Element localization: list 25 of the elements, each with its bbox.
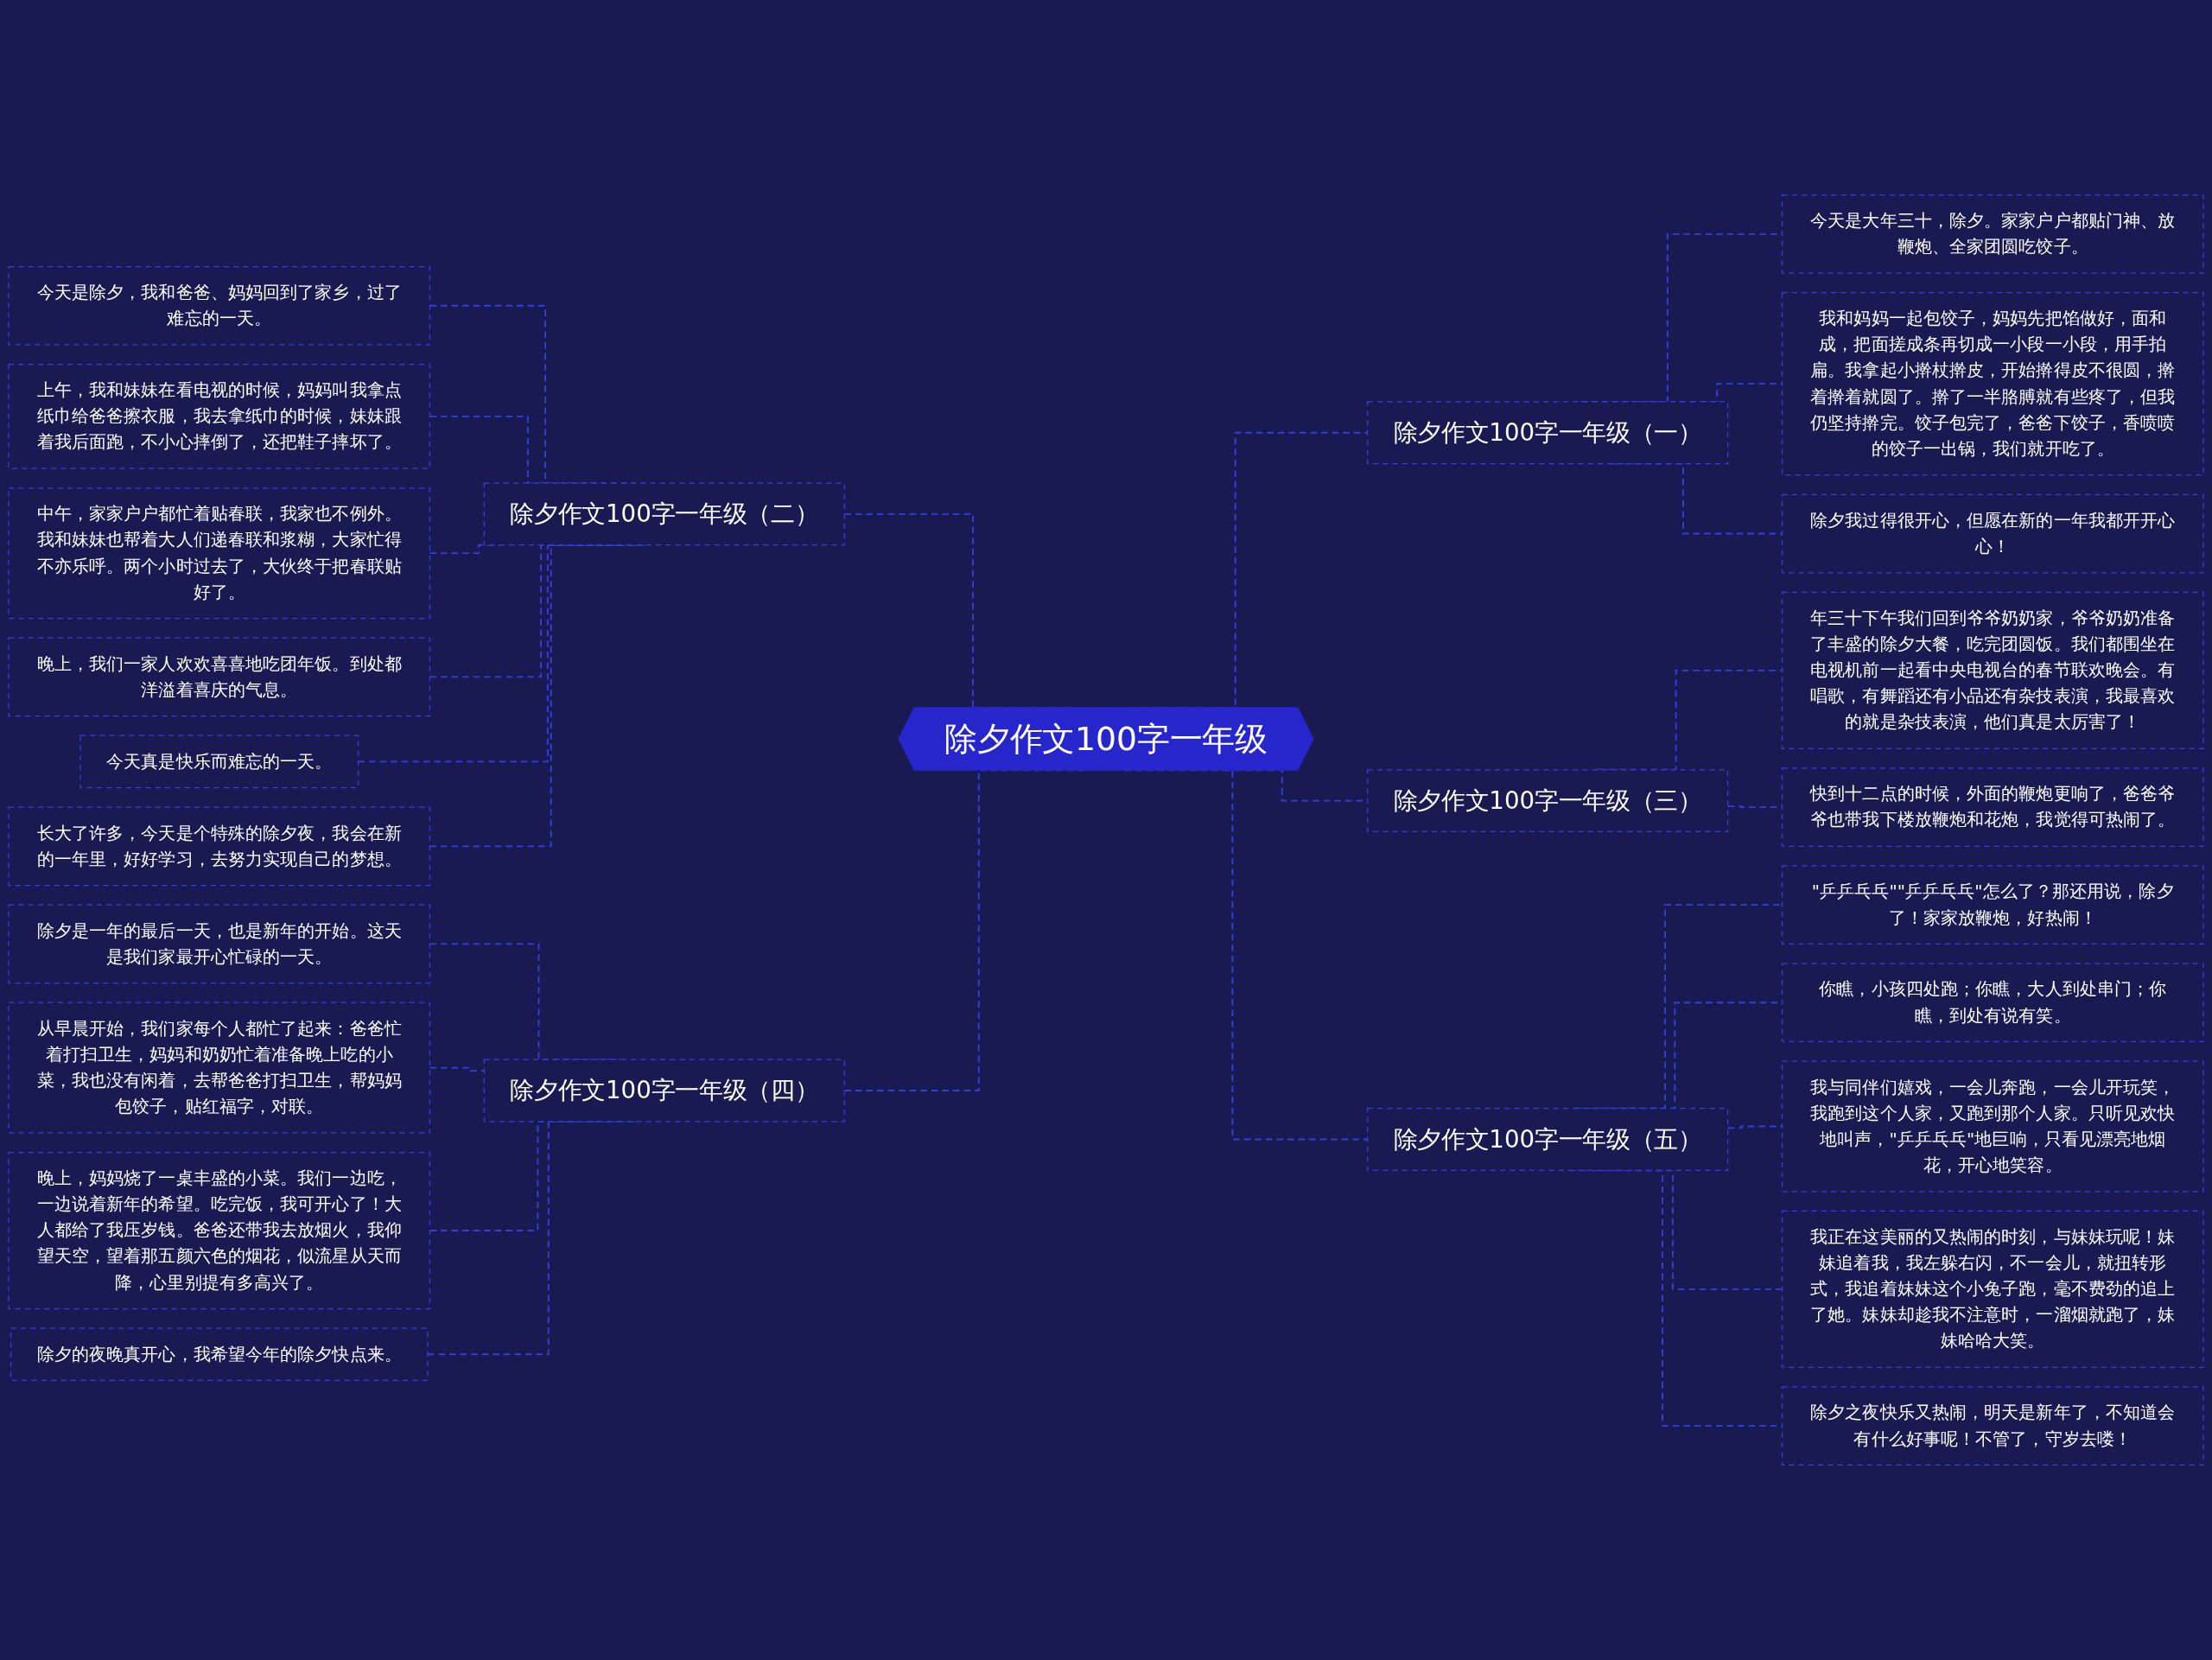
node-box: 我正在这美丽的又热闹的时刻，与妹妹玩呢！妹妹追着我，我左躲右闪，不一会儿，就扭转形式，我追着妹妹这个小兔子跑，毫不费劲的追上了她。妹妹却趁我不注意时，一溜烟就跑了，妹妹哈哈大笑。 [1781, 1210, 2204, 1368]
node-box: 除夕作文100字一年级（三） [1367, 769, 1729, 832]
node-box: 除夕作文100字一年级（二） [483, 482, 845, 546]
node-box: 除夕之夜快乐又热闹，明天是新年了，不知道会有什么好事呢！不管了，守岁去喽！ [1781, 1386, 2204, 1466]
node-box: 快到十二点的时候，外面的鞭炮更响了，爸爸爷爷也带我下楼放鞭炮和花炮，我觉得可热闹了。 [1781, 767, 2204, 847]
node-box: 上午，我和妹妹在看电视的时候，妈妈叫我拿点纸巾给爸爸擦衣服，我去拿纸巾的时候，妹妹跟着我后面跑，不小心摔倒了，还把鞋子摔坏了。 [8, 363, 431, 469]
node-box: 除夕我过得很开心，但愿在新的一年我都开开心心！ [1781, 493, 2204, 574]
node-box: 今天真是快乐而难忘的一天。 [79, 735, 359, 789]
node-box: 我和妈妈一起包饺子，妈妈先把馅做好，面和成，把面搓成条再切成一小段一小段，用手拍扁。我拿起小擀杖擀皮，开始擀得皮不很圆，擀着擀着就圆了。擀了一半胳膊就有些疼了，但我仍坚持擀完。饺子包完了，爸爸下饺子，香喷喷的饺子一出锅，我们就开吃了。 [1781, 292, 2204, 476]
node-box: 我与同伴们嬉戏，一会儿奔跑，一会儿开玩笑，我跑到这个人家，又跑到那个人家。只听见欢快地叫声，"乒乒乓乓"地巨响，只看见漂亮地烟花，开心地笑容。 [1781, 1060, 2204, 1193]
node-box: 你瞧，小孩四处跑；你瞧，大人到处串门；你瞧，到处有说有笑。 [1781, 963, 2204, 1043]
node-box: 从早晨开始，我们家每个人都忙了起来：爸爸忙着打扫卫生，妈妈和奶奶忙着准备晚上吃的小菜，我也没有闲着，去帮爸爸打扫卫生，帮妈妈包饺子，贴红福字，对联。 [8, 1002, 431, 1134]
node-box: 除夕作文100字一年级（一） [1367, 401, 1729, 465]
node-box: 长大了许多，今天是个特殊的除夕夜，我会在新的一年里，好好学习，去努力实现自己的梦想。 [8, 806, 431, 887]
node-box: 除夕作文100字一年级（五） [1367, 1108, 1729, 1171]
node-box: 今天是大年三十，除夕。家家户户都贴门神、放鞭炮、全家团圆吃饺子。 [1781, 194, 2204, 274]
node-box: 今天是除夕，我和爸爸、妈妈回到了家乡，过了难忘的一天。 [8, 265, 431, 346]
node-box: 晚上，妈妈烧了一桌丰盛的小菜。我们一边吃，一边说着新年的希望。吃完饭，我可开心了！大人都给了我压岁钱。爸爸还带我去放烟火，我仰望天空，望着那五颜六色的烟花，似流星从天而降，心里别提有多高兴了。 [8, 1151, 431, 1310]
node-box: 中午，家家户户都忙着贴春联，我家也不例外。我和妹妹也帮着大人们递春联和浆糊，大家忙得不亦乐呼。两个小时过去了，大伙终于把春联贴好了。 [8, 487, 431, 620]
node-box: 晚上，我们一家人欢欢喜喜地吃团年饭。到处都洋溢着喜庆的气息。 [8, 637, 431, 717]
node-box: 除夕是一年的最后一天，也是新年的开始。这天是我们家最开心忙碌的一天。 [8, 904, 431, 984]
node-box: 除夕的夜晚真开心，我希望今年的除夕快点来。 [10, 1327, 429, 1382]
node-box: 除夕作文100字一年级（四） [483, 1059, 845, 1123]
node-box: "乒乒乓乓""乒乒乓乓"怎么了？那还用说，除夕了！家家放鞭炮，好热闹！ [1781, 865, 2204, 945]
node-box: 年三十下午我们回到爷爷奶奶家，爷爷奶奶准备了丰盛的除夕大餐，吃完团圆饭。我们都围坐在电视机前一起看中央电视台的春节联欢晚会。有唱歌，有舞蹈还有小品还有杂技表演，我最喜欢的就是杂技表演，他们真是太厉害了！ [1781, 591, 2204, 749]
